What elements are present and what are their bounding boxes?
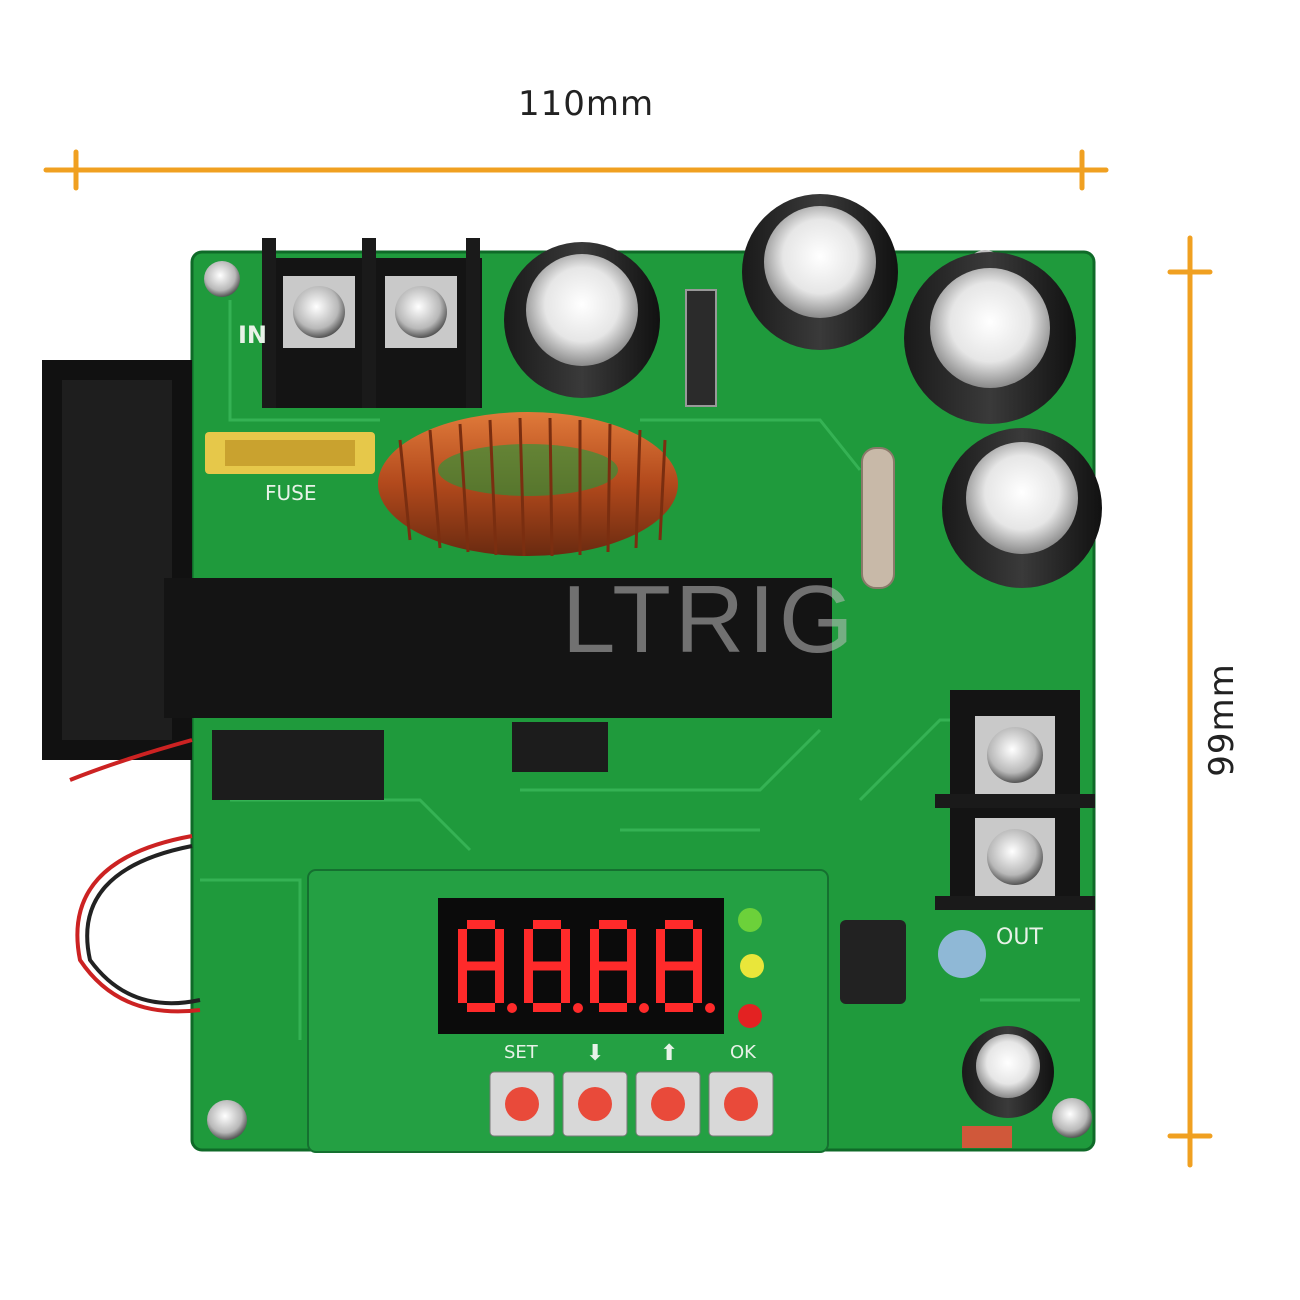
digit-segment xyxy=(533,1003,561,1012)
smd-inductor xyxy=(840,920,906,1004)
set-button[interactable] xyxy=(489,1071,555,1137)
width-dimension-label: 110mm xyxy=(518,84,655,124)
input-label: IN xyxy=(238,321,267,349)
digit-segment xyxy=(524,966,533,1003)
digit-segment xyxy=(599,920,627,929)
digit-segment xyxy=(561,966,570,1003)
ok-label: OK xyxy=(730,1042,757,1063)
cooling-fan xyxy=(42,360,201,1014)
digit-segment xyxy=(590,966,599,1003)
heatsink xyxy=(164,578,832,800)
digit-segment xyxy=(458,929,467,966)
display-digits xyxy=(458,920,715,1013)
ok-button[interactable] xyxy=(708,1071,774,1137)
digit-segment xyxy=(458,966,467,1003)
toroid-inductor xyxy=(378,412,678,557)
digit-segment xyxy=(533,961,561,971)
diode xyxy=(685,289,717,407)
digit-segment xyxy=(467,920,495,929)
capacitor xyxy=(942,428,1102,588)
digit-segment xyxy=(627,966,636,1003)
smd-component xyxy=(962,1126,1012,1148)
led-green xyxy=(738,908,762,932)
decimal-point xyxy=(705,1003,715,1013)
decimal-point xyxy=(639,1003,649,1013)
fuse xyxy=(205,432,375,474)
width-dimension-line xyxy=(43,149,1109,191)
digit-segment xyxy=(561,929,570,966)
up-arrow-icon: ⬆ xyxy=(660,1041,678,1066)
input-terminal-block xyxy=(262,238,482,408)
resistor xyxy=(861,447,895,589)
digit-segment xyxy=(590,929,599,966)
digit-segment xyxy=(656,929,665,966)
digit-segment xyxy=(495,929,504,966)
up-button[interactable] xyxy=(635,1071,701,1137)
digit-segment xyxy=(467,1003,495,1012)
digit-segment xyxy=(665,920,693,929)
led-yellow xyxy=(740,954,764,978)
decimal-point xyxy=(573,1003,583,1013)
blue-capacitor xyxy=(938,930,986,978)
digit-segment xyxy=(665,961,693,971)
small-capacitor xyxy=(962,1026,1054,1118)
decimal-point xyxy=(507,1003,517,1013)
digit-segment xyxy=(656,966,665,1003)
output-label: OUT xyxy=(996,925,1043,950)
digit-segment xyxy=(627,929,636,966)
digit-segment xyxy=(693,966,702,1003)
set-label: SET xyxy=(504,1042,539,1063)
digit-segment xyxy=(524,929,533,966)
digit-segment xyxy=(693,929,702,966)
watermark: LTRIG xyxy=(562,566,858,673)
digit-segment xyxy=(467,961,495,971)
down-button[interactable] xyxy=(562,1071,628,1137)
digit-segment xyxy=(495,966,504,1003)
digit-segment xyxy=(533,920,561,929)
led-red xyxy=(738,1004,762,1028)
digit-segment xyxy=(599,961,627,971)
output-terminal-block xyxy=(935,690,1095,910)
digit-segment xyxy=(599,1003,627,1012)
capacitor xyxy=(742,194,898,350)
capacitor xyxy=(904,252,1076,424)
capacitor xyxy=(504,242,660,398)
fuse-label: FUSE xyxy=(265,481,316,505)
height-dimension-line xyxy=(1167,235,1213,1168)
digit-segment xyxy=(665,1003,693,1012)
down-arrow-icon: ⬇ xyxy=(586,1041,604,1066)
